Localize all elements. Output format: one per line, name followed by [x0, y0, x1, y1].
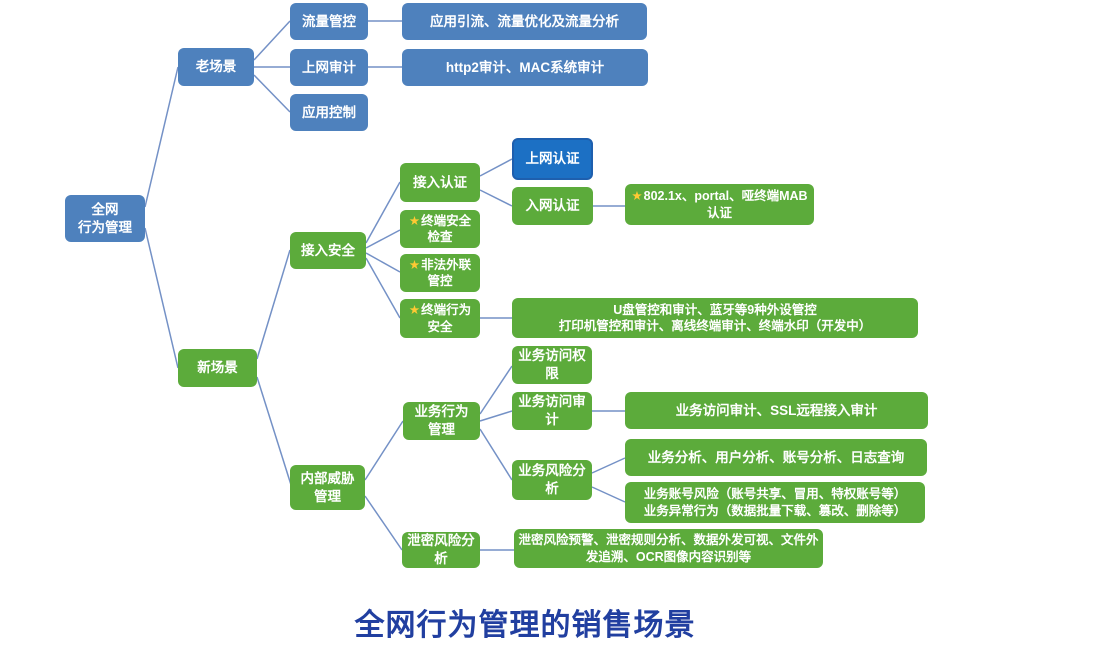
- peripheral-detail-line1: U盘管控和审计、蓝牙等9种外设管控: [613, 302, 817, 317]
- node-access-security: 接入安全: [290, 232, 366, 269]
- node-label: 应用引流、流量优化及流量分析: [430, 13, 619, 29]
- node-network-auth: 入网认证: [512, 187, 593, 225]
- node-business-access-audit-detail: 业务访问审计、SSL远程接入审计: [625, 392, 928, 429]
- node-old-scene: 老场景: [178, 48, 254, 86]
- node-traffic-detail: 应用引流、流量优化及流量分析: [402, 3, 647, 40]
- business-behavior-line2: 管理: [428, 422, 455, 437]
- node-label: 泄密风险预警、泄密规则分析、数据外发可视、文件外发追溯、OCR图像内容识别等: [518, 533, 819, 564]
- node-traffic-mgmt: 流量管控: [290, 3, 368, 40]
- node-online-auth: 上网认证: [512, 138, 593, 180]
- node-leak-risk-detail: 泄密风险预警、泄密规则分析、数据外发可视、文件外发追溯、OCR图像内容识别等: [514, 529, 823, 568]
- node-label: 上网认证: [525, 151, 580, 167]
- node-label: 802.1x、portal、哑终端MAB认证: [643, 189, 808, 220]
- node-root-line1: 全网: [91, 201, 119, 217]
- node-label: 终端安全检查: [421, 213, 472, 245]
- business-risk-detail-line1: 业务账号风险（账号共享、冒用、特权账号等）: [643, 487, 907, 501]
- node-label: 终端行为安全: [421, 303, 472, 334]
- internal-threat-line1: 内部威胁: [300, 470, 355, 486]
- node-business-behavior: 业务行为 管理: [403, 402, 480, 440]
- internal-threat-line2: 管理: [314, 488, 341, 504]
- node-business-access-permission: 业务访问权限: [512, 346, 592, 384]
- node-terminal-behavior-security: ★终端行为安全: [400, 299, 480, 338]
- node-peripheral-detail: U盘管控和审计、蓝牙等9种外设管控 打印机管控和审计、离线终端审计、终端水印（开…: [512, 298, 918, 338]
- node-label: 上网审计: [302, 59, 356, 75]
- node-app-control: 应用控制: [290, 94, 368, 131]
- node-label: 老场景: [195, 59, 237, 75]
- node-label: 业务访问权限: [518, 348, 586, 381]
- node-label: 业务风险分析: [518, 463, 586, 496]
- node-label: 非法外联管控: [421, 257, 472, 289]
- node-access-auth: 接入认证: [400, 163, 480, 202]
- node-label: 流量管控: [302, 13, 356, 29]
- node-label: 业务分析、用户分析、账号分析、日志查询: [647, 449, 905, 465]
- node-root: 全网 行为管理: [65, 195, 145, 242]
- node-internet-audit: 上网审计: [290, 49, 368, 86]
- node-business-analysis-detail: 业务分析、用户分析、账号分析、日志查询: [625, 439, 927, 476]
- star-icon: ★: [631, 189, 643, 203]
- node-label: 应用控制: [302, 104, 356, 120]
- node-business-risk-detail: 业务账号风险（账号共享、冒用、特权账号等） 业务异常行为（数据批量下载、篡改、删…: [625, 482, 925, 523]
- node-internal-threat: 内部威胁 管理: [290, 465, 365, 510]
- node-leak-risk-analysis: 泄密风险分析: [402, 532, 480, 568]
- node-root-line2: 行为管理: [78, 219, 132, 235]
- node-business-risk-analysis: 业务风险分析: [512, 460, 592, 500]
- node-new-scene: 新场景: [178, 349, 257, 387]
- node-label: http2审计、MAC系统审计: [445, 59, 605, 75]
- node-label: 接入认证: [413, 174, 467, 190]
- node-label: 业务访问审计、SSL远程接入审计: [675, 402, 878, 418]
- node-label: 入网认证: [525, 198, 580, 214]
- node-terminal-security-check: ★终端安全检查: [400, 210, 480, 248]
- page-title: 全网行为管理的销售场景: [354, 609, 696, 642]
- star-icon: ★: [408, 213, 421, 228]
- business-risk-detail-line2: 业务异常行为（数据批量下载、篡改、删除等）: [643, 503, 907, 518]
- business-behavior-line1: 业务行为: [414, 404, 469, 420]
- node-label: 接入安全: [301, 242, 355, 258]
- node-network-auth-detail: ★802.1x、portal、哑终端MAB认证: [625, 184, 814, 225]
- star-icon: ★: [408, 257, 421, 272]
- node-label: 新场景: [197, 360, 238, 376]
- node-illegal-outreach: ★非法外联管控: [400, 254, 480, 292]
- node-internet-audit-detail: http2审计、MAC系统审计: [402, 49, 648, 86]
- star-icon: ★: [408, 303, 421, 317]
- node-label: 泄密风险分析: [407, 533, 475, 566]
- node-business-access-audit: 业务访问审计: [512, 392, 592, 430]
- node-label: 业务访问审计: [518, 394, 586, 427]
- peripheral-detail-line2: 打印机管控和审计、离线终端审计、终端水印（开发中）: [558, 319, 872, 333]
